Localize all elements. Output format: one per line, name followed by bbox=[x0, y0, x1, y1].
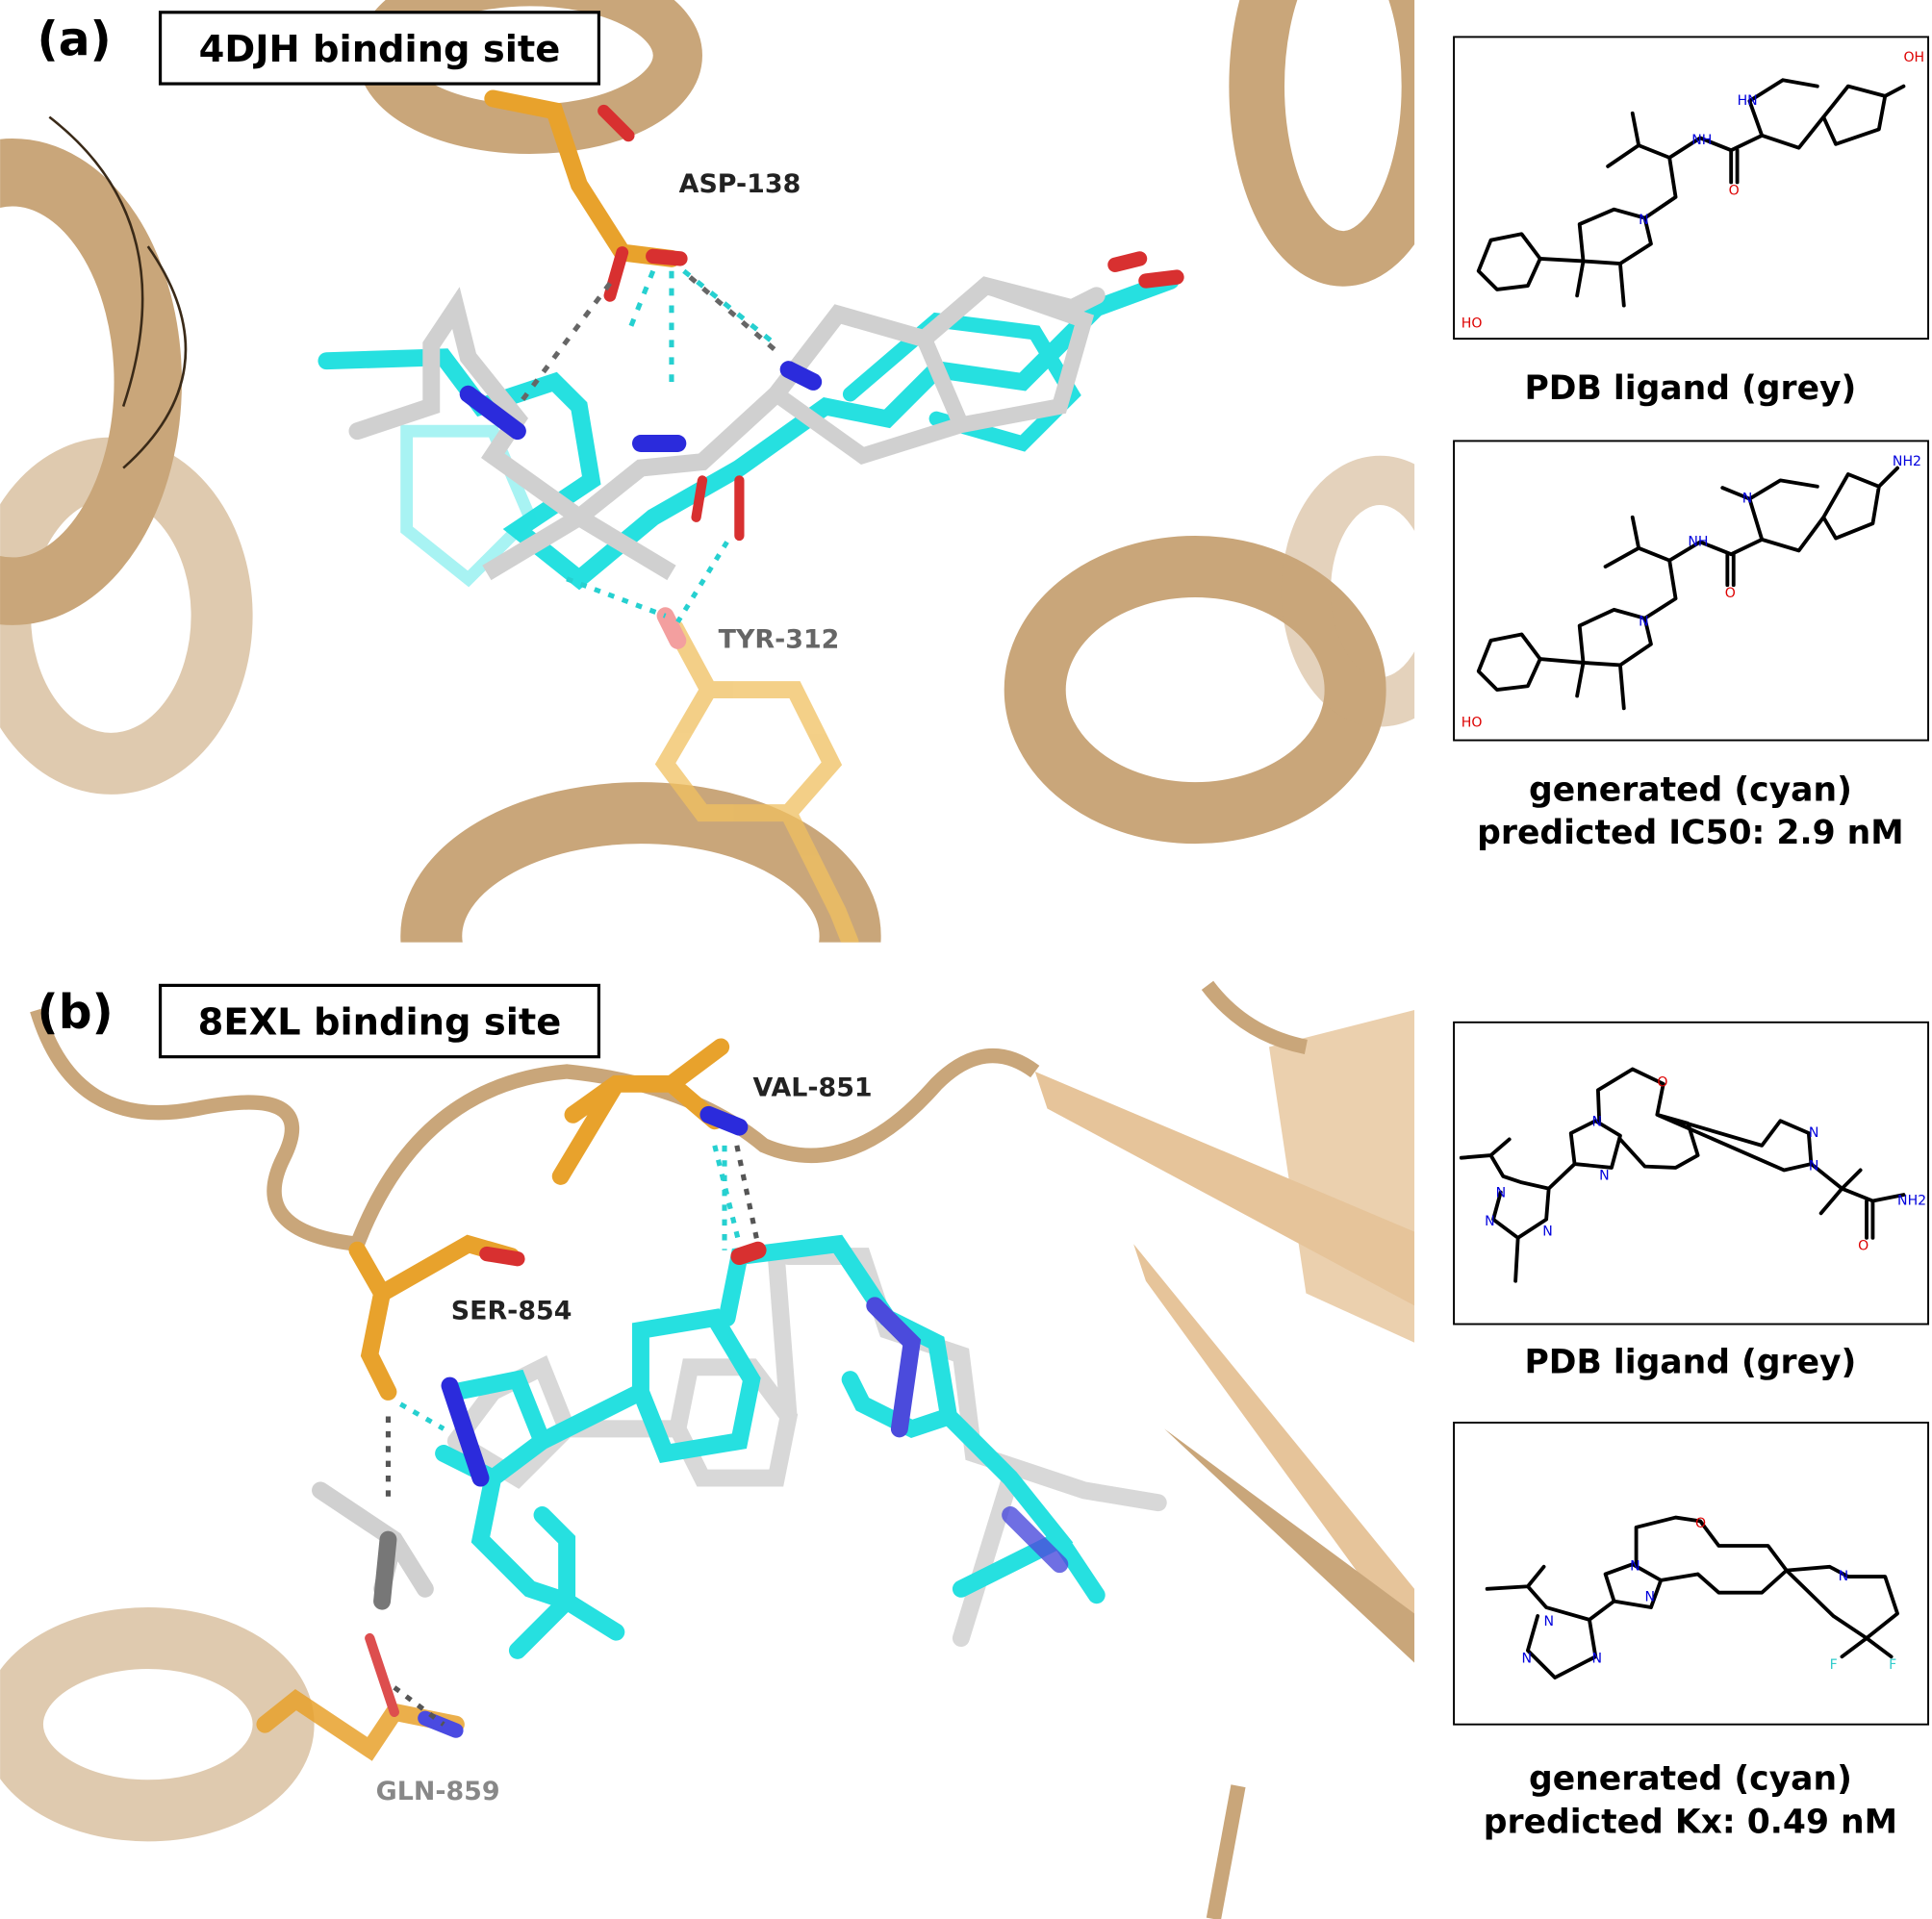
atom-label: N bbox=[1599, 1169, 1610, 1184]
atom-label: N bbox=[1591, 1652, 1602, 1667]
panel-b-scene: (b) 8EXL binding site VAL-851 SER-854 GL… bbox=[0, 980, 1415, 1919]
panel-b-pdb-molecule: N N N N N O N N NH2 O PDB ligand (grey) bbox=[1453, 1021, 1930, 1382]
panel-a-tag: (a) bbox=[38, 13, 112, 67]
panel-a-scene: (a) 4DJH binding site ASP-138 TYR-312 bbox=[0, 0, 1415, 943]
atom-label: F bbox=[1889, 1657, 1896, 1673]
atom-label: NH2 bbox=[1897, 1193, 1926, 1208]
panel-a-title: 4DJH binding site bbox=[199, 28, 561, 71]
atom-label: N bbox=[1809, 1125, 1819, 1141]
atom-label: F bbox=[1830, 1657, 1838, 1673]
atom-label: N bbox=[1485, 1214, 1495, 1229]
residue-tyr-312 bbox=[654, 607, 859, 943]
panel-a-title-box bbox=[158, 11, 601, 86]
atom-label: N bbox=[1496, 1186, 1507, 1201]
atom-label: N bbox=[1839, 1569, 1849, 1584]
protein-helices bbox=[0, 0, 1415, 943]
panel-b-pdb-caption: PDB ligand (grey) bbox=[1524, 1344, 1856, 1382]
hydrogen-bonds bbox=[515, 268, 778, 623]
atom-label: N bbox=[1639, 614, 1649, 629]
atom-label: NH2 bbox=[1893, 454, 1921, 469]
panel-a-gen-caption-1: generated (cyan) bbox=[1529, 770, 1852, 809]
atom-label: O bbox=[1695, 1516, 1706, 1531]
atom-label: N bbox=[1645, 1590, 1656, 1605]
panel-a-pdb-caption: PDB ligand (grey) bbox=[1524, 369, 1856, 408]
panel-a-gen-caption-2: predicted IC50: 2.9 nM bbox=[1477, 814, 1903, 852]
atom-label: N bbox=[1544, 1614, 1555, 1629]
panel-b-gen-caption-2: predicted Kx: 0.49 nM bbox=[1484, 1803, 1897, 1841]
ligand-pdb-grey bbox=[312, 1248, 1167, 1648]
residue-gln-859 bbox=[256, 1632, 465, 1761]
atom-label: OH bbox=[1903, 50, 1924, 65]
panel-a-pdb-molecule: HO N NH O HN OH PDB ligand (grey) bbox=[1453, 36, 1930, 408]
atom-label: N bbox=[1639, 213, 1649, 228]
residue-label-val-851: VAL-851 bbox=[752, 1073, 872, 1103]
atom-label: O bbox=[1657, 1074, 1667, 1090]
residue-asp-138 bbox=[484, 89, 688, 302]
atom-label: N bbox=[1630, 1559, 1640, 1575]
atom-label: O bbox=[1858, 1239, 1868, 1254]
hydrogen-bonds bbox=[385, 1145, 761, 1727]
residue-label-asp-138: ASP-138 bbox=[679, 169, 801, 199]
panel-a-generated-molecule: HO N NH O N NH2 generated (cyan) predict… bbox=[1453, 440, 1930, 852]
atom-label: NH bbox=[1691, 133, 1712, 148]
residue-ser-854 bbox=[348, 1234, 525, 1401]
protein-loops-and-sheets bbox=[0, 980, 1415, 1919]
ligand-pdb-grey bbox=[348, 251, 1184, 581]
atom-label: NH bbox=[1688, 534, 1708, 549]
atom-label: HN bbox=[1738, 93, 1758, 109]
atom-label: N bbox=[1591, 1114, 1602, 1129]
ligand-generated-cyan bbox=[435, 1234, 1106, 1659]
atom-label: HO bbox=[1462, 316, 1483, 332]
panel-b-gen-caption-1: generated (cyan) bbox=[1529, 1760, 1852, 1799]
residue-label-tyr-312: TYR-312 bbox=[719, 625, 840, 655]
atom-label: N bbox=[1522, 1652, 1533, 1667]
panel-b-title-box bbox=[158, 983, 601, 1059]
panel-b-generated-molecule: N N N N N O N F F generated (cyan) predi… bbox=[1453, 1422, 1930, 1841]
residue-val-851 bbox=[551, 1038, 749, 1185]
atom-label: HO bbox=[1462, 715, 1483, 730]
panel-b-title: 8EXL binding site bbox=[198, 1001, 562, 1045]
residue-label-ser-854: SER-854 bbox=[451, 1296, 572, 1326]
atom-label: N bbox=[1742, 491, 1753, 506]
residue-label-gln-859: GLN-859 bbox=[376, 1777, 500, 1806]
atom-label: O bbox=[1725, 586, 1736, 601]
atom-label: O bbox=[1729, 183, 1740, 198]
atom-label: N bbox=[1542, 1224, 1553, 1239]
panel-b-tag: (b) bbox=[38, 986, 114, 1040]
atom-label: N bbox=[1809, 1158, 1819, 1174]
